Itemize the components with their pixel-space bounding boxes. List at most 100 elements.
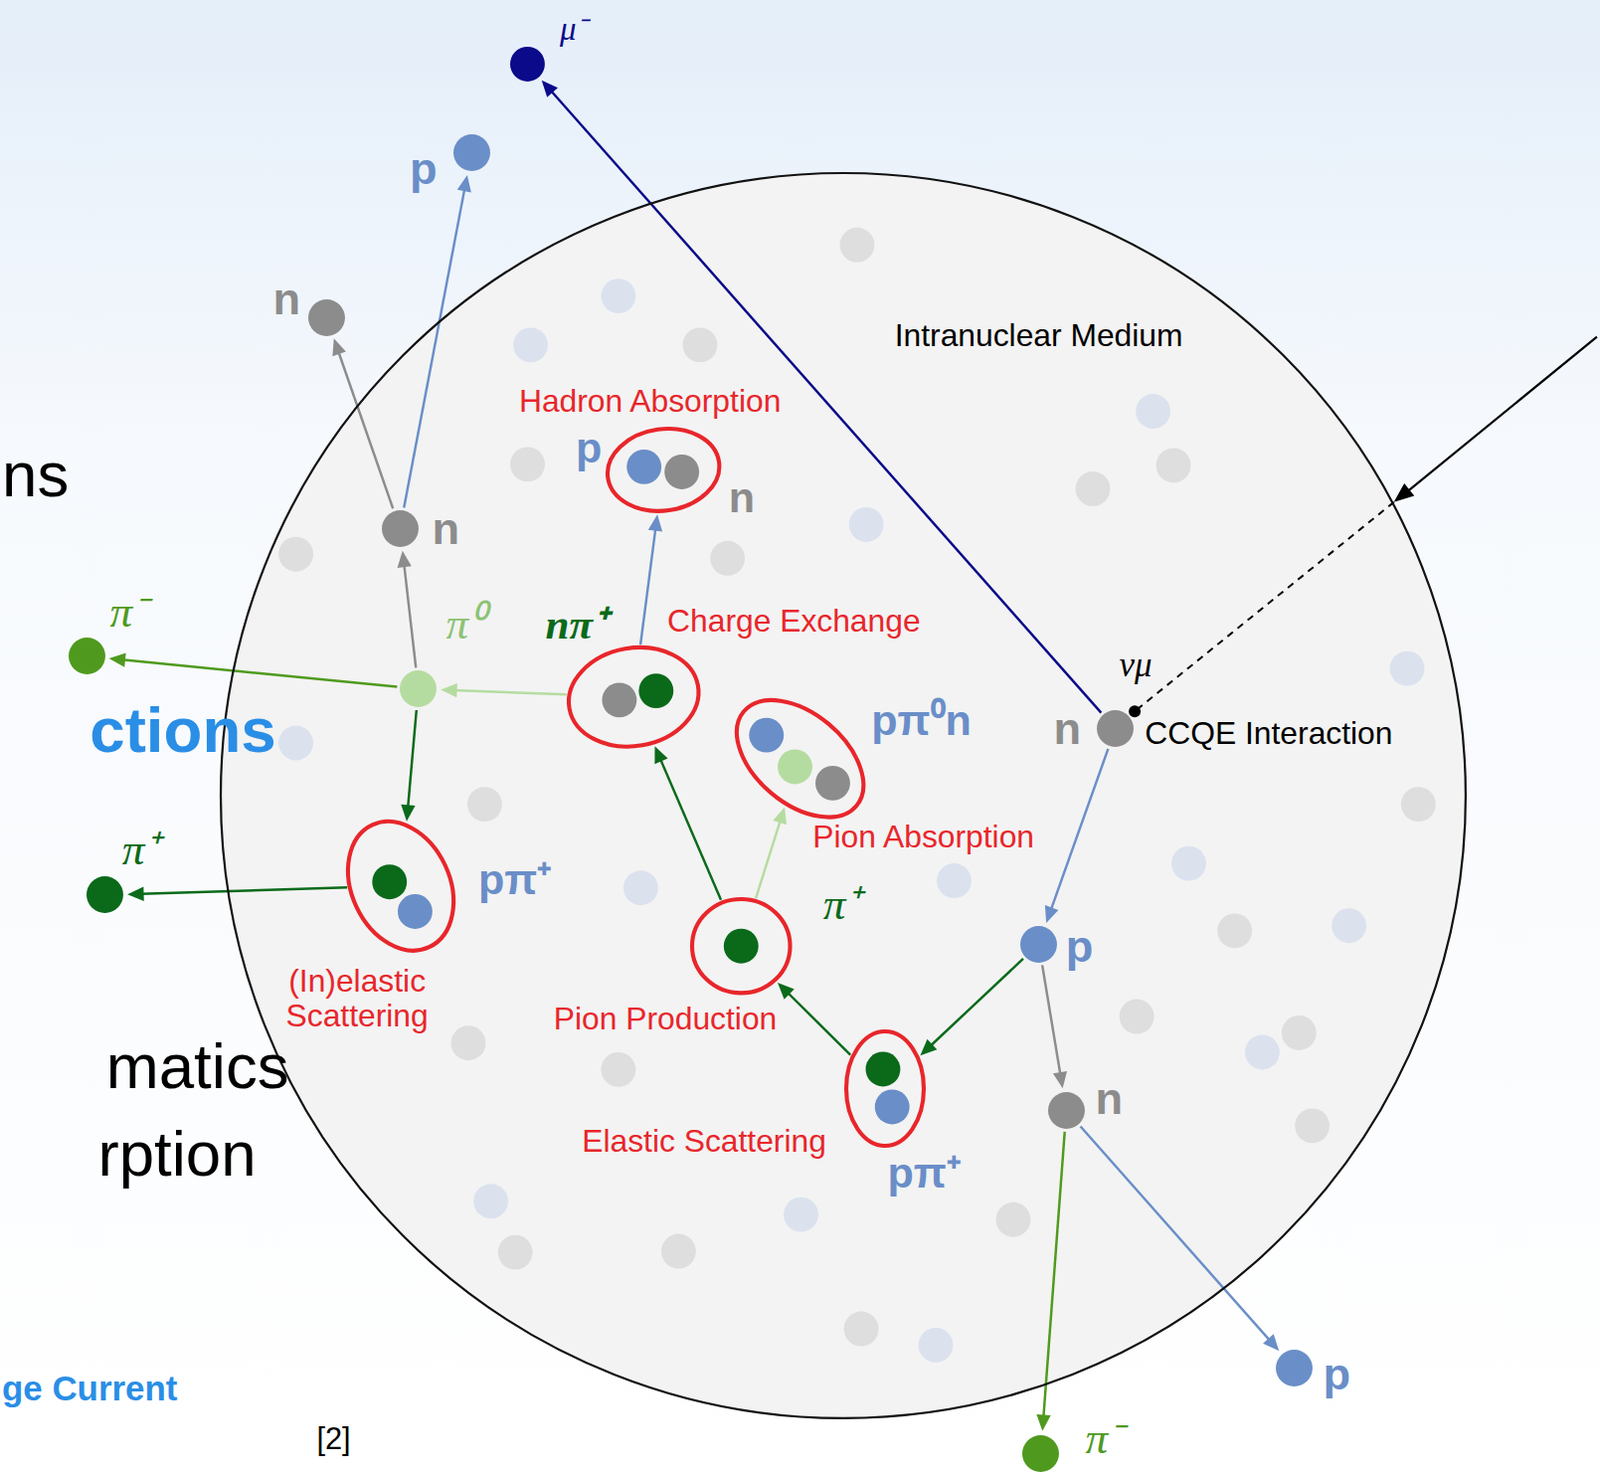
particle: π⁻ [1022,1434,1060,1472]
particle-label: π⁻ [109,587,148,638]
nucleon-dot [710,540,745,576]
nucleon-dot [473,1183,509,1219]
arrowhead [541,80,558,98]
nucleon-dot [278,536,314,572]
node-shape [692,898,791,993]
nucleon-dot [1244,1035,1280,1070]
particle: π⁻ [68,637,106,675]
arrowhead [648,514,663,532]
nucleus-fill [220,173,1466,1419]
node-shape [1020,925,1058,963]
particle-dot [1020,925,1058,963]
slide-text: ns [1,439,69,510]
arrowhead [127,887,145,901]
particle-dot [638,673,674,709]
particle-label: n [432,504,461,554]
interaction-outline [714,676,886,840]
nucleon-dot [1135,393,1171,429]
process-label: Hadron Absorption [519,383,781,419]
particle-dot [664,454,700,490]
arrowhead [457,175,472,192]
nucleon-dot [1119,999,1155,1035]
particle-label: pπ⁰n [871,698,972,745]
nucleon-dot [682,327,717,362]
nucleon-dot [1075,471,1111,507]
track-arrow [755,806,787,898]
slide-text: matics [106,1031,290,1101]
particle-dot [626,448,662,484]
process-label: μ⁻ [559,10,587,47]
track-arrow [1042,964,1067,1088]
track-line [1051,748,1109,911]
particle: π⁺ [86,876,124,913]
particle-label: n [273,274,302,325]
track-line [122,659,398,687]
node-shape [1275,1349,1313,1387]
track-line [1080,1126,1271,1342]
node-shape [308,299,346,337]
track-arrow [109,652,398,687]
nucleus-outline [220,173,1466,1419]
arrowhead [332,338,347,356]
nucleon-dot [600,1052,636,1087]
particle: μ⁻ [510,46,545,82]
particle-dot [874,1089,909,1125]
particle-label: p [1322,1349,1351,1400]
particle-dot [453,134,491,172]
process-label: Intranuclear Medium [894,317,1184,353]
nucleon-dot [1390,651,1425,687]
slide-text: ctions [89,695,276,765]
interaction-ellipse: pπ⁺(In)elastic Scattering [348,821,454,951]
track-line [660,757,721,899]
particle-label: pπ⁺ [478,856,552,903]
nucleon-dot [1217,912,1252,948]
nucleon-dot [600,278,636,314]
particle: nCCQE Interaction [1096,710,1134,747]
track-arrow [127,887,348,901]
node-shape [568,647,699,747]
arrowhead [397,550,412,568]
arrowhead [109,652,127,667]
process-label: CCQE Interaction [1144,714,1393,750]
particle-dot [397,893,433,929]
vertex-dot [1128,705,1141,717]
track-arrow [654,745,721,900]
track-line [755,819,781,898]
track-line [1043,1131,1065,1419]
arrowhead [654,745,668,764]
nucleon-dot [1294,1107,1330,1143]
particle-dot [777,748,813,784]
node-shape [68,637,106,675]
arrowhead [440,683,458,698]
interaction-ellipse: Hadron Absorptionpn [607,428,719,512]
neutrino-label: νμ [1119,646,1153,685]
nucleon-dot [1171,846,1207,882]
interaction-outline [846,1031,924,1146]
nucleon-dot [513,327,548,362]
neutrino-arrowhead [1394,483,1416,503]
particle-dot [399,670,437,708]
nucleon-dot [783,1197,819,1233]
particle-label: n [1095,1073,1124,1124]
arrowhead [919,1039,937,1056]
nucleon-dot [996,1202,1032,1238]
neutrino-dashed [1134,502,1395,712]
node-shape [1096,710,1134,747]
particle-dot [381,510,419,547]
arrowhead [1053,1070,1067,1088]
nucleon-dot [510,446,545,482]
particle-label: π⁻ [1084,1414,1123,1464]
particle: n [381,510,419,547]
particle-label: p [1066,921,1094,972]
interaction-outline [328,803,475,967]
node-shape [381,510,419,547]
nucleon-dot [918,1327,954,1363]
interaction-ellipse: Pion Productionπ⁺ [692,898,791,993]
nucleon-dot [1331,907,1367,943]
track-line [929,958,1024,1047]
arrowhead [777,982,795,1000]
particle-label: nπ⁺ [545,600,608,648]
track-arrow [777,982,851,1056]
nucleon-dot [840,227,876,263]
